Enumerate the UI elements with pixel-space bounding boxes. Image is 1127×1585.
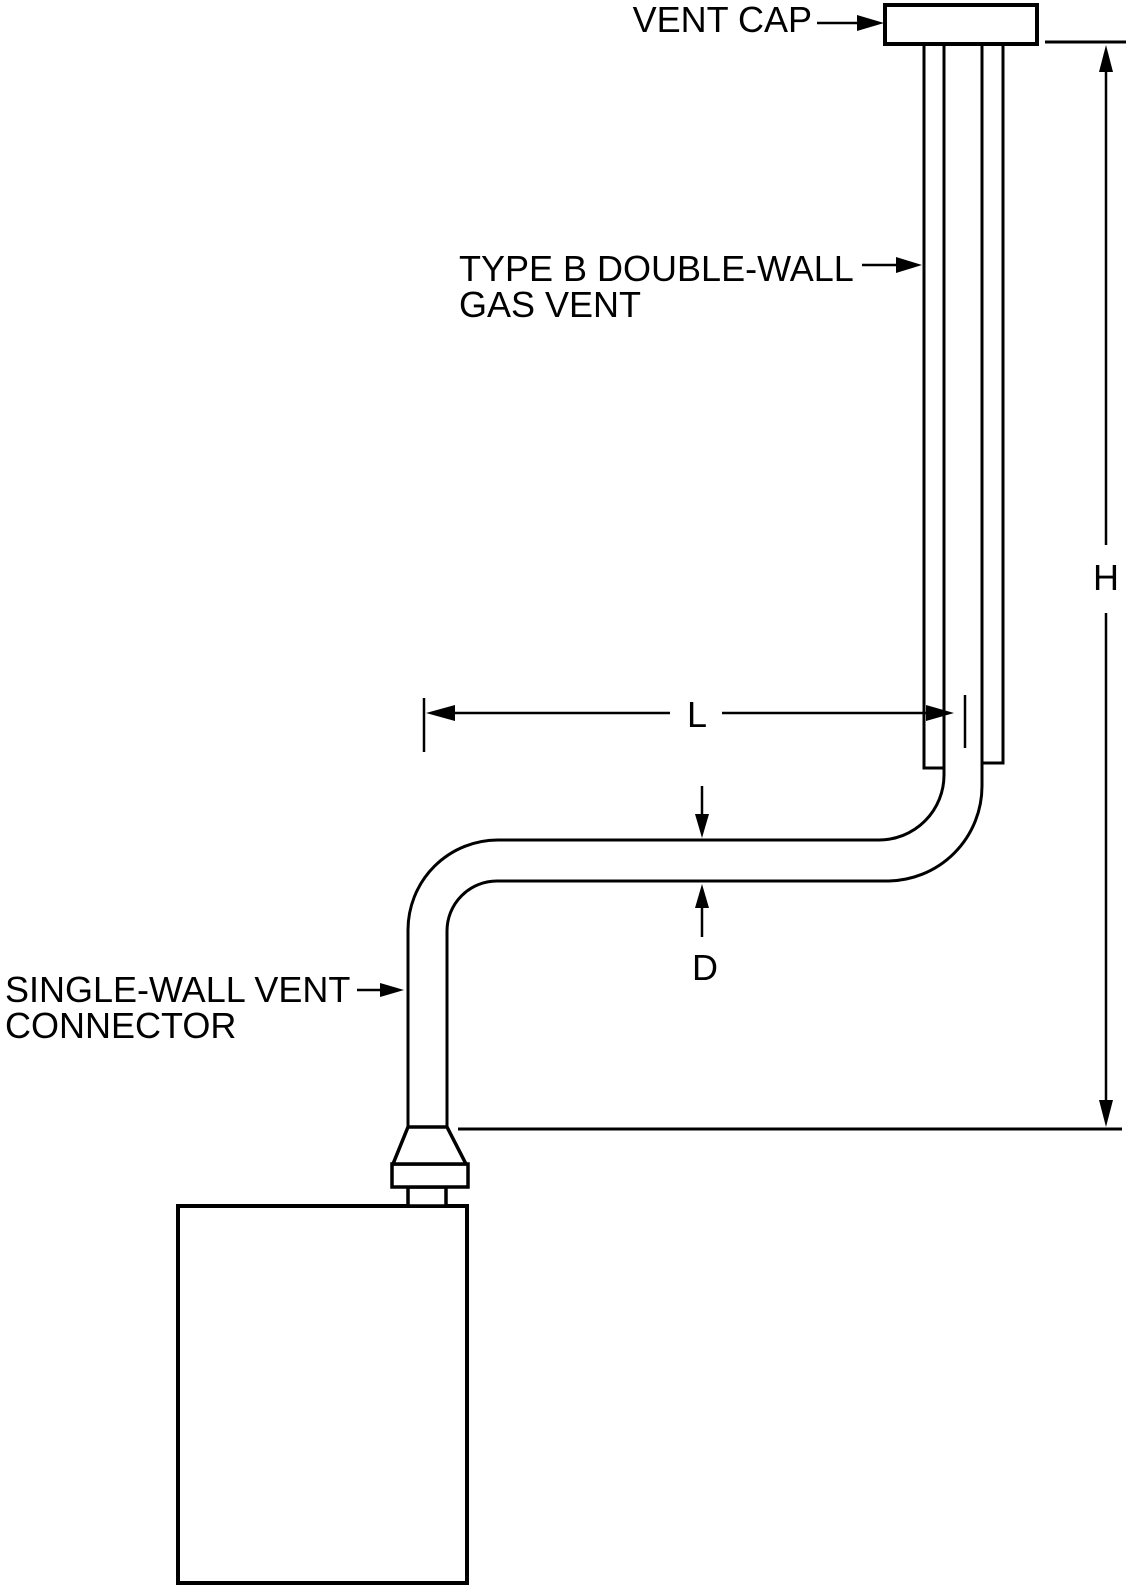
water-heater-tank [176,1204,469,1585]
h-dimension-label: H [1093,557,1119,598]
single-wall-leader-arrow-icon [380,983,404,997]
l-dimension-label: L [687,694,707,735]
connector-pipe-bottom-wall [445,44,984,1127]
type-b-label-line1: TYPE B DOUBLE-WALL [459,248,854,289]
vent-cap [883,3,1039,46]
d-dimension-label: D [692,947,718,988]
l-arrow-right-icon [926,705,954,721]
single-wall-label-line1: SINGLE-WALL VENT [5,969,350,1010]
label-vent-cap: VENT CAP [633,0,884,40]
draft-hood [390,1125,470,1208]
double-wall-outer-left [922,44,943,770]
type-b-label-line2: GAS VENT [459,284,641,325]
vent-cap-leader-arrow-icon [857,15,884,31]
draft-hood-skirt [390,1162,470,1189]
dimension-l: L [422,694,967,752]
h-arrow-down-icon [1099,1100,1113,1127]
vent-piping [406,44,1005,1127]
vent-cap-label: VENT CAP [633,0,812,40]
d-arrow-down-icon [695,814,709,838]
label-type-b-gas-vent: TYPE B DOUBLE-WALL GAS VENT [459,248,922,325]
draft-hood-collar [406,1185,448,1208]
single-wall-label-line2: CONNECTOR [5,1005,236,1046]
d-arrow-up-icon [695,884,709,908]
l-arrow-left-icon [426,705,455,721]
label-single-wall-connector: SINGLE-WALL VENT CONNECTOR [5,969,404,1046]
dimension-h: H [1093,45,1119,1127]
h-arrow-up-icon [1099,45,1113,72]
dimension-d: D [692,786,718,988]
draft-hood-flare [390,1125,469,1166]
connector-pipe-top-wall [406,44,946,1127]
type-b-leader-arrow-icon [896,257,922,273]
double-wall-outer-right [983,44,1005,765]
